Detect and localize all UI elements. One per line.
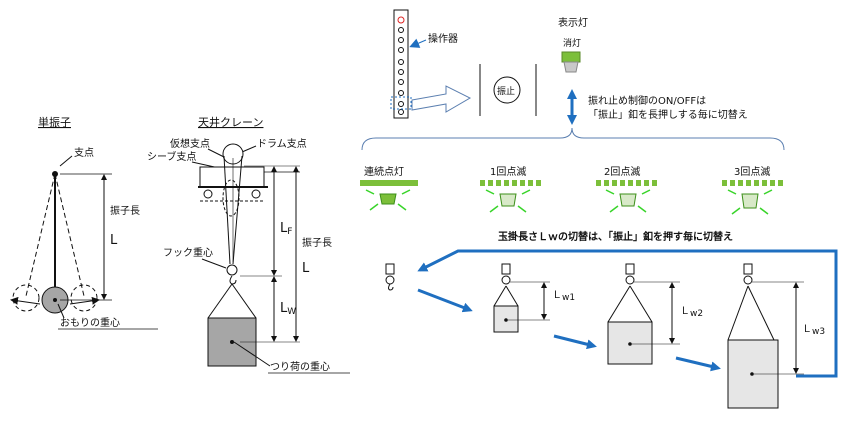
states-brace — [361, 127, 785, 151]
pivot-label: 支点 — [74, 147, 94, 159]
control-section: 操作器 振止 表示灯 消灯 振れ止め制御のON/OFFは 「振止」釦を長押しする… — [360, 9, 838, 409]
load-center-label: つり荷の重心 — [270, 360, 330, 373]
hook-center-label: フック重心 — [163, 246, 213, 259]
indicator-lamp-off — [561, 51, 581, 63]
swing-left-string — [25, 173, 56, 297]
state-label: 1回点滅 — [490, 166, 526, 178]
drum-pivot-label: ドラム支点 — [257, 138, 307, 150]
stop-button[interactable] — [493, 76, 521, 104]
weight-center-label: おもりの重心 — [60, 316, 120, 329]
toggle-note-line1: 振れ止め制御のON/OFFは — [588, 94, 706, 107]
overhead-crane: 天井クレーン 仮想支点 ドラム支点 シーブ支点 フック重心 つり荷の重心 — [147, 115, 350, 374]
virtual-pivot-label: 仮想支点 — [170, 137, 210, 150]
lamp-state-continuous: 連続点灯 — [360, 165, 418, 211]
hook-block — [226, 264, 238, 276]
pendulum-length-symbol: L — [110, 233, 118, 248]
cycle-arrow — [417, 249, 838, 378]
lw-symbol: LW — [280, 301, 296, 317]
trolley — [199, 166, 265, 188]
switch-note: 玉掛長さＬｗの切替は、「振止」釦を押す毎に切替え — [498, 230, 733, 243]
swing-left-bob — [12, 284, 40, 312]
pendulum-title: 単振子 — [38, 115, 71, 129]
pendulum-length-label: 振子長 — [110, 204, 140, 217]
toggle-note-line2: 「振止」釦を長押しする毎に切替え — [588, 108, 748, 121]
off-label: 消灯 — [563, 37, 581, 49]
lw1-symbol: Ｌw1 — [552, 290, 575, 303]
lamp-state-blink-3: 3回点滅 — [722, 166, 783, 215]
lw-state-2: Ｌw2 — [607, 263, 703, 365]
lw-state-hook — [385, 263, 395, 291]
simple-pendulum: 単振子 支点 振子長 L おもりの重心 — [10, 115, 158, 330]
swing-right-string — [54, 173, 85, 297]
state-label: 2回点滅 — [604, 166, 640, 178]
lw-state-3: Ｌw3 — [727, 263, 825, 409]
state-label: 連続点灯 — [364, 165, 404, 178]
lamp-state-blink-1: 1回点滅 — [480, 166, 541, 213]
state-label: 3回点滅 — [734, 166, 770, 178]
lw3-symbol: Ｌw3 — [802, 324, 825, 337]
lamp-state-blink-2: 2回点滅 — [596, 166, 657, 213]
lf-symbol: LF — [280, 221, 292, 237]
crane-length-symbol: L — [302, 261, 310, 276]
crane-title: 天井クレーン — [198, 115, 263, 129]
stop-button-label: 振止 — [497, 85, 515, 97]
zoom-arrow — [411, 85, 472, 113]
crane-length-label: 振子長 — [302, 236, 332, 249]
operator-label: 操作器 — [428, 32, 458, 45]
swing-right-bob — [70, 284, 98, 312]
lw2-symbol: Ｌw2 — [680, 306, 703, 319]
lw-state-1: Ｌw1 — [493, 263, 575, 333]
sheave-pivot-label: シーブ支点 — [147, 150, 196, 163]
indicator-label: 表示灯 — [558, 16, 588, 29]
